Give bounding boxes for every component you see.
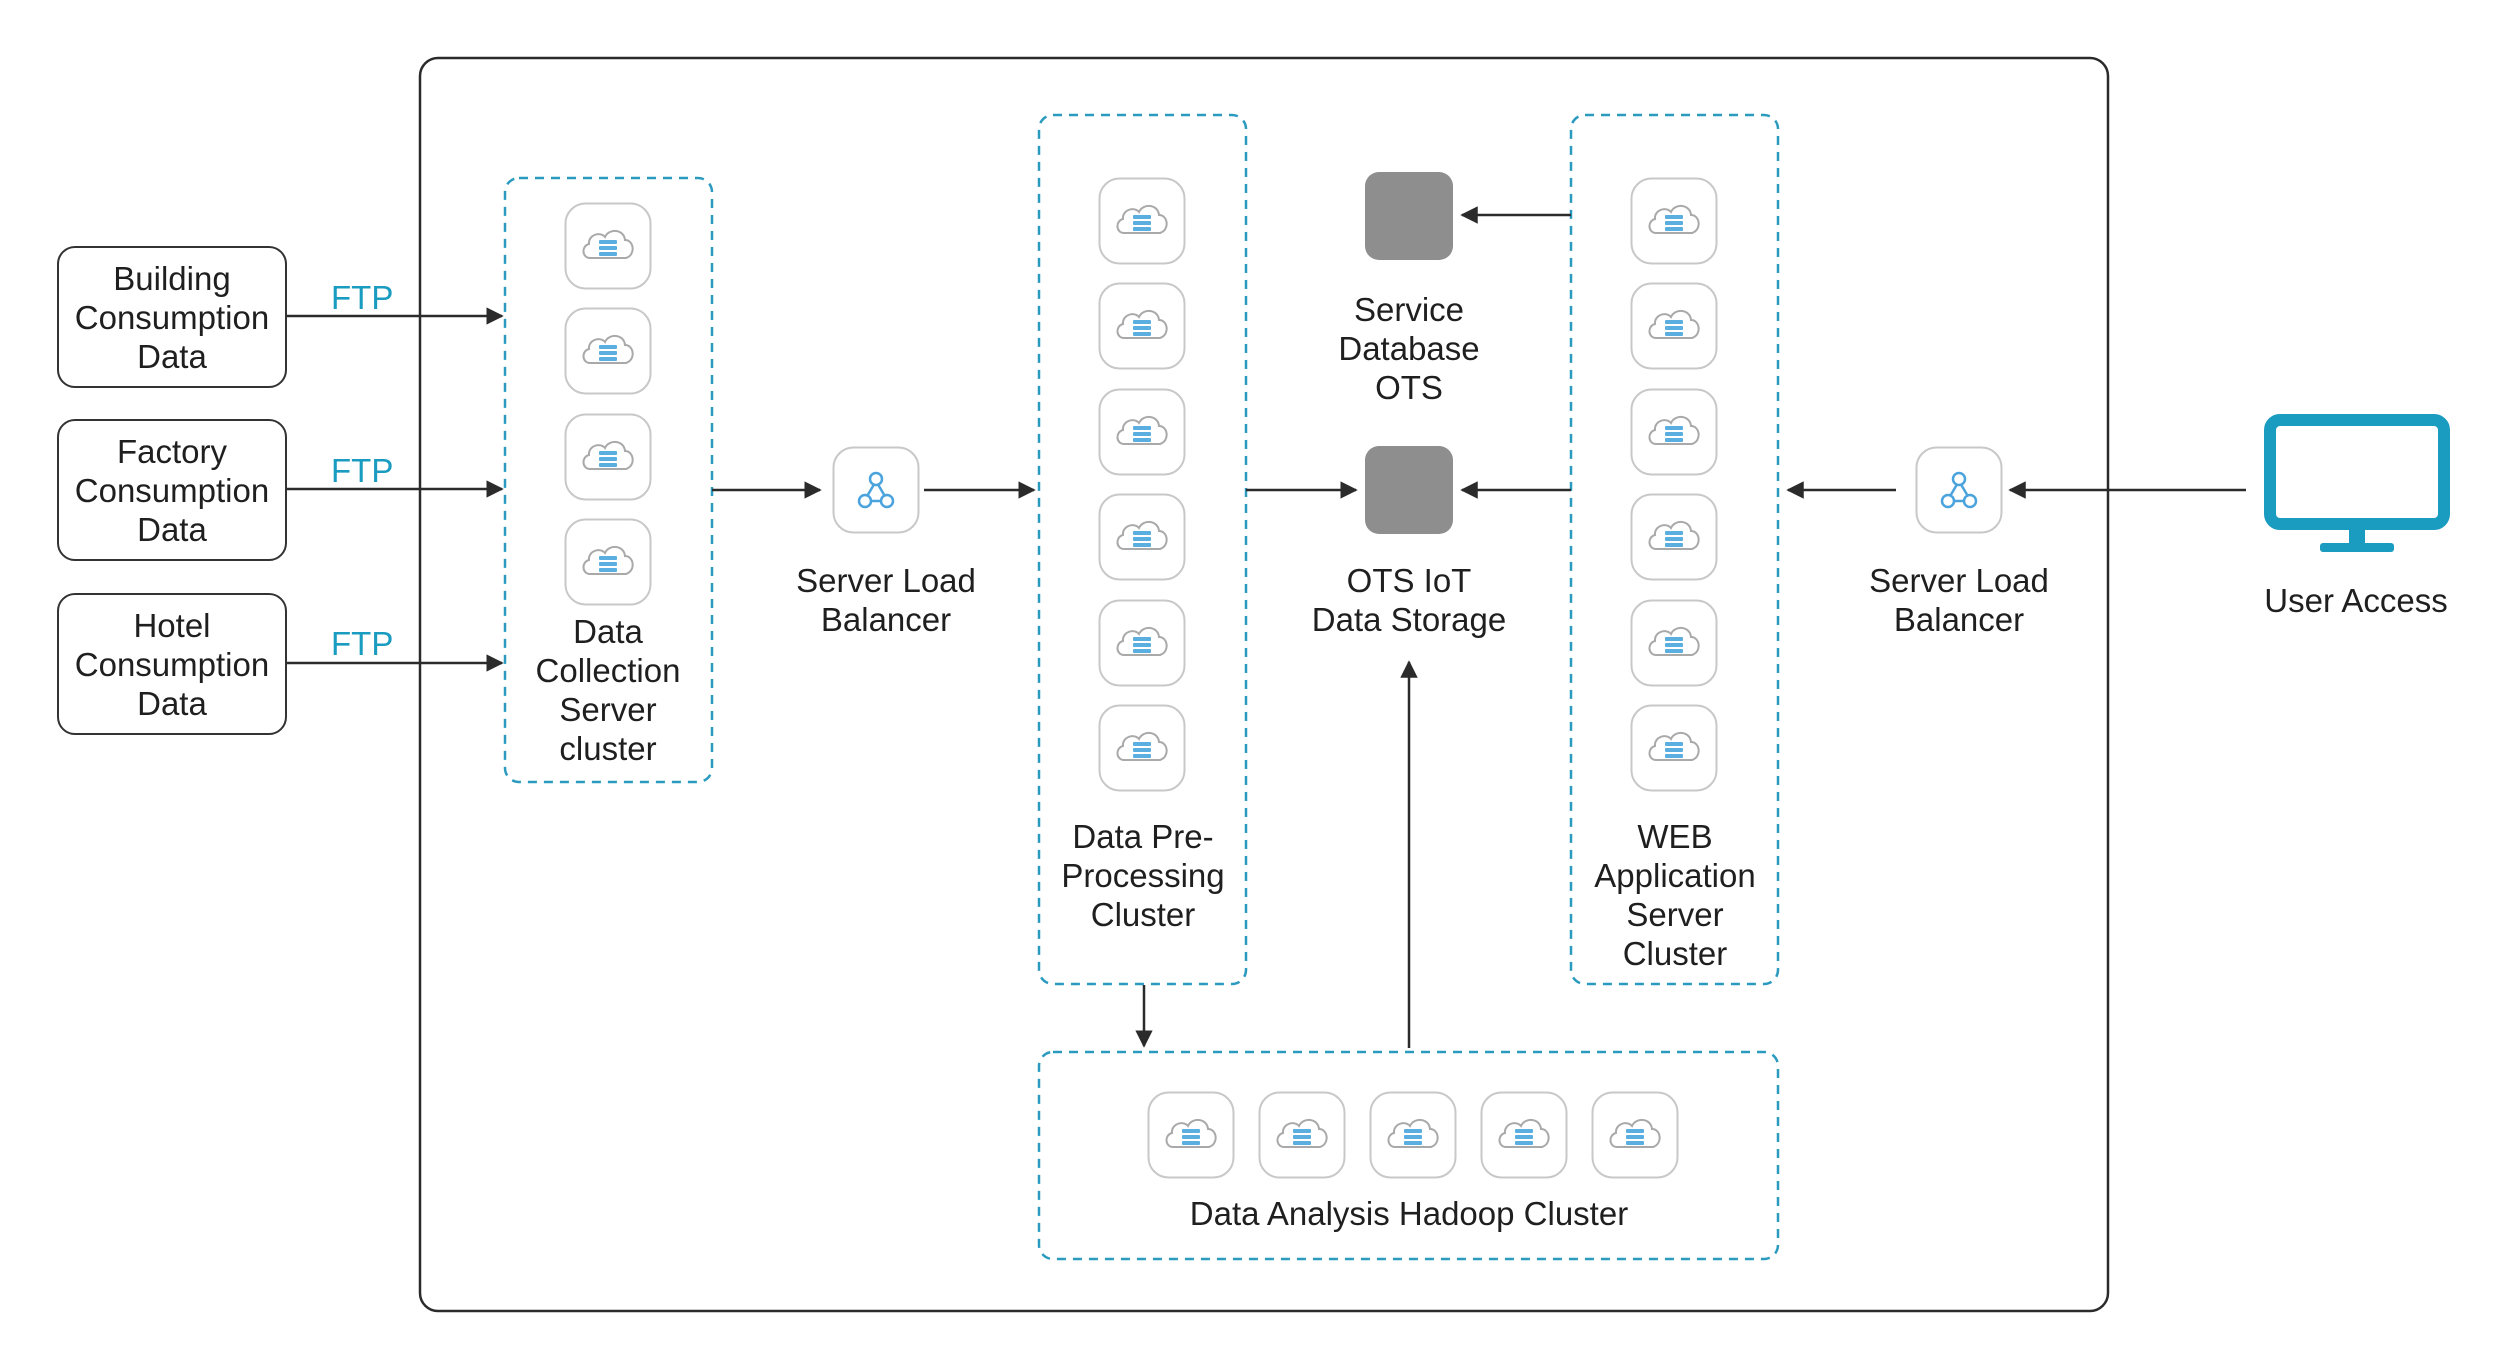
source-factory-label: Factory Consumption Data — [74, 432, 270, 548]
pre-processing-cluster-label: Data Pre- Processing Cluster — [1061, 818, 1225, 933]
system-boundary — [418, 56, 2110, 1313]
server-icon — [1630, 493, 1718, 581]
source-building-label: Building Consumption Data — [74, 259, 270, 375]
source-hotel-label: Hotel Consumption Data — [74, 606, 270, 722]
monitor-icon — [2264, 414, 2450, 552]
ftp-label: FTP — [331, 279, 394, 316]
hadoop-cluster-label: Data Analysis Hadoop Cluster — [1189, 1195, 1629, 1232]
ots-storage-label: OTS IoT Data Storage — [1311, 562, 1507, 638]
web-app-cluster-label: WEB Application Server Cluster — [1594, 818, 1756, 972]
server-icon — [1630, 704, 1718, 792]
user-access-label: User Access — [2264, 582, 2448, 619]
source-building: Building Consumption Data — [57, 246, 287, 388]
server-icon — [1098, 493, 1186, 581]
hadoop-cluster-frame — [1037, 1050, 1780, 1261]
server-icon — [564, 413, 652, 501]
server-icon — [564, 518, 652, 606]
ftp-label: FTP — [331, 625, 394, 662]
server-icon — [1258, 1091, 1346, 1179]
web-app-cluster-frame — [1569, 113, 1780, 986]
server-icon — [1630, 388, 1718, 476]
data-collection-cluster-frame — [503, 176, 714, 784]
ots-storage-block-icon — [1365, 446, 1453, 534]
server-icon — [1098, 388, 1186, 476]
server-icon — [1098, 704, 1186, 792]
service-database-block-icon — [1365, 172, 1453, 260]
server-icon — [1630, 177, 1718, 265]
server-icon — [1630, 599, 1718, 687]
load-balancer-icon — [1915, 446, 2003, 534]
server-icon — [1369, 1091, 1457, 1179]
server-icon — [1480, 1091, 1568, 1179]
source-factory: Factory Consumption Data — [57, 419, 287, 561]
server-icon — [1147, 1091, 1235, 1179]
load-balancer-icon — [832, 446, 920, 534]
server-icon — [1591, 1091, 1679, 1179]
service-database-label: Service Database OTS — [1338, 291, 1480, 406]
server-icon — [1098, 177, 1186, 265]
ftp-label: FTP — [331, 452, 394, 489]
server-icon — [564, 202, 652, 290]
lb-left-label: Server Load Balancer — [796, 562, 976, 638]
server-icon — [564, 307, 652, 395]
server-icon — [1098, 599, 1186, 687]
lb-right-label: Server Load Balancer — [1869, 562, 2049, 638]
server-icon — [1098, 282, 1186, 370]
pre-processing-cluster-frame — [1037, 113, 1248, 986]
data-collection-cluster-label: Data Collection Server cluster — [535, 613, 681, 767]
server-icon — [1630, 282, 1718, 370]
source-hotel: Hotel Consumption Data — [57, 593, 287, 735]
